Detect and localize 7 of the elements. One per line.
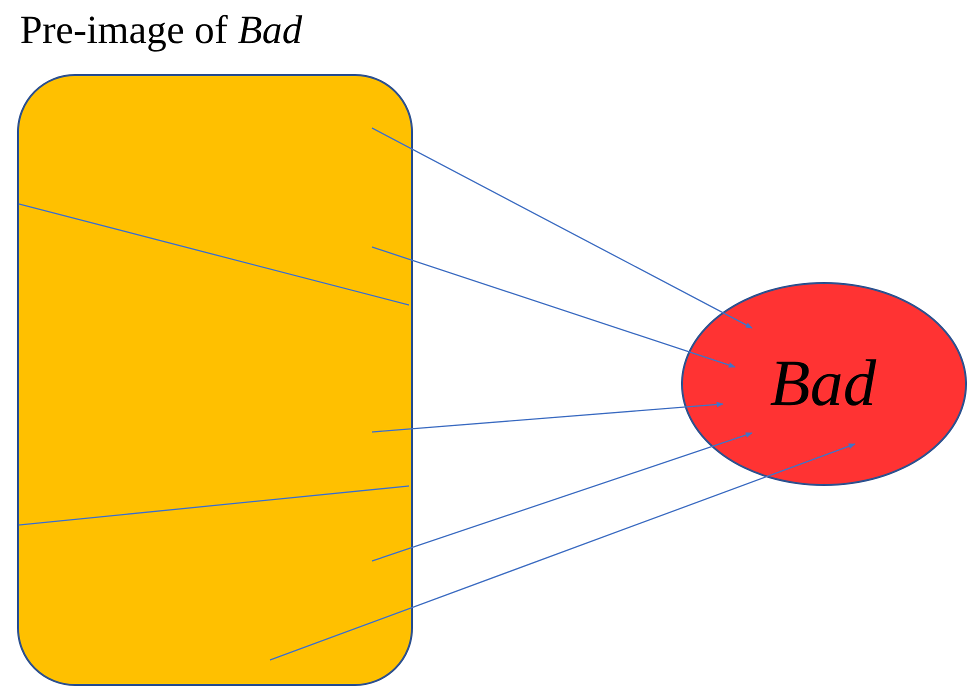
arrow: [372, 246, 736, 368]
arrow: [270, 443, 856, 661]
arrow: [372, 127, 753, 329]
arrow: [372, 402, 724, 433]
heading: Pre-image of Bad: [20, 6, 302, 53]
arrow: [372, 432, 753, 562]
ellipse-label: Bad: [770, 346, 876, 422]
